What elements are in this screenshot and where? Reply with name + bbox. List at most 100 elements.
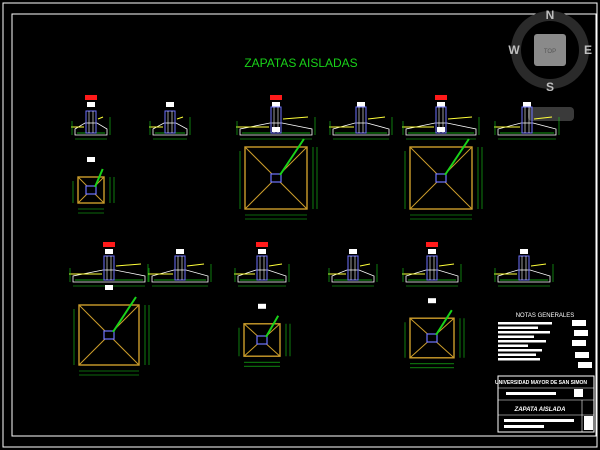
section-marker-white	[176, 249, 184, 254]
footing-section	[149, 102, 191, 140]
rebar-leader	[279, 138, 305, 176]
footing-section	[329, 102, 393, 140]
plan-marker-white	[258, 303, 266, 309]
section-marker-white	[166, 102, 174, 107]
institution-name: UNIVERSIDAD MAYOR DE SAN SIMON	[495, 380, 587, 386]
column-plan	[103, 330, 115, 340]
annotation-leader	[268, 263, 283, 267]
footing-plan-outline	[77, 176, 105, 204]
notes-text-line	[498, 358, 540, 361]
footing-section	[69, 242, 149, 287]
column-outline	[174, 255, 186, 281]
footing-plan-outline	[243, 323, 281, 357]
rebar-leader	[265, 315, 280, 338]
notes-text-line	[498, 322, 552, 325]
general-notes: NOTAS GENERALES	[498, 313, 592, 368]
notes-table-cell	[572, 340, 586, 346]
section-marker-white	[437, 102, 445, 107]
footing-plan	[73, 285, 150, 376]
section-marker-red	[256, 242, 268, 247]
section-marker-white	[349, 249, 357, 254]
column-outline	[85, 110, 97, 134]
viewcube[interactable]: TOP N S E W	[508, 8, 592, 121]
column-plan	[270, 173, 282, 183]
footing-outline	[497, 122, 557, 136]
notes-table-cell	[575, 352, 589, 358]
annotation-leader	[186, 263, 205, 267]
footing-plan-outline	[244, 146, 308, 210]
section-marker-white	[428, 249, 436, 254]
compass-east[interactable]: E	[584, 43, 592, 57]
annotation-leader	[530, 263, 547, 267]
university-logo	[574, 389, 583, 397]
notes-text-line	[498, 349, 542, 352]
sheet-inner-border	[11, 13, 597, 437]
plan-marker-white	[272, 127, 280, 132]
viewcube-top-face[interactable]	[534, 34, 566, 66]
section-marker-red	[85, 95, 97, 100]
footing-plan	[239, 127, 318, 220]
notes-text-line	[498, 331, 550, 334]
column-outline	[521, 106, 533, 134]
notes-text-line	[498, 335, 534, 338]
footing-outline	[152, 122, 188, 136]
wcs-menu-button[interactable]	[528, 107, 574, 121]
footing-outline	[74, 122, 108, 136]
notes-text-lines	[498, 320, 592, 368]
footing-outline	[72, 269, 146, 283]
title-block: UNIVERSIDAD MAYOR DE SAN SIMON ZAPATA AI…	[495, 375, 595, 433]
notes-text-line	[498, 344, 528, 347]
footing-plans	[72, 127, 483, 376]
plan-marker-white	[428, 298, 436, 304]
footing-outline	[405, 269, 459, 283]
column-plan	[256, 335, 268, 345]
compass-north[interactable]: N	[546, 8, 555, 22]
viewcube-top-label[interactable]: TOP	[544, 49, 556, 55]
footing-plan-outline	[78, 304, 140, 366]
rebar-leader	[94, 168, 104, 188]
footing-sections	[69, 95, 560, 287]
column-outline	[355, 106, 367, 134]
annotation-leader	[176, 116, 184, 120]
annotation-leader	[97, 116, 104, 120]
notes-text-line	[498, 326, 538, 329]
footing-section	[236, 95, 316, 140]
compass-south[interactable]: S	[546, 80, 554, 94]
footing-section	[71, 95, 111, 140]
column-plan	[435, 173, 447, 183]
rebar-leader	[112, 296, 137, 333]
notes-table-cell	[572, 320, 586, 326]
footing-outline	[331, 269, 375, 283]
notes-text-line	[498, 340, 546, 343]
column-plan	[426, 333, 438, 343]
compass-ring[interactable]	[511, 11, 589, 89]
plan-marker-white	[437, 127, 445, 132]
notes-table-cell	[574, 330, 588, 336]
footing-plan	[238, 303, 291, 367]
rebar-leader	[435, 309, 453, 336]
section-marker-white	[357, 102, 365, 107]
footing-section	[494, 102, 560, 140]
footing-outline	[332, 122, 390, 136]
footing-plan	[404, 127, 483, 220]
plan-marker-white	[87, 157, 95, 162]
footing-section	[402, 95, 480, 140]
footing-outline	[237, 269, 287, 283]
compass-west[interactable]: W	[508, 43, 520, 57]
rebar-leader	[444, 138, 470, 176]
drawing-title: ZAPATAS AISLADAS	[244, 56, 357, 70]
footing-outline	[405, 122, 477, 136]
annotation-leader	[282, 116, 309, 120]
footing-plan	[404, 298, 465, 369]
footing-plan-outline	[409, 146, 473, 210]
column-outline	[435, 106, 447, 134]
column-plan	[85, 185, 97, 195]
footing-section	[148, 249, 212, 287]
title-block-text-line	[504, 425, 544, 428]
section-marker-red	[426, 242, 438, 247]
footing-outline	[239, 122, 313, 136]
title-block-frame	[497, 375, 595, 433]
annotation-leader	[367, 116, 386, 120]
